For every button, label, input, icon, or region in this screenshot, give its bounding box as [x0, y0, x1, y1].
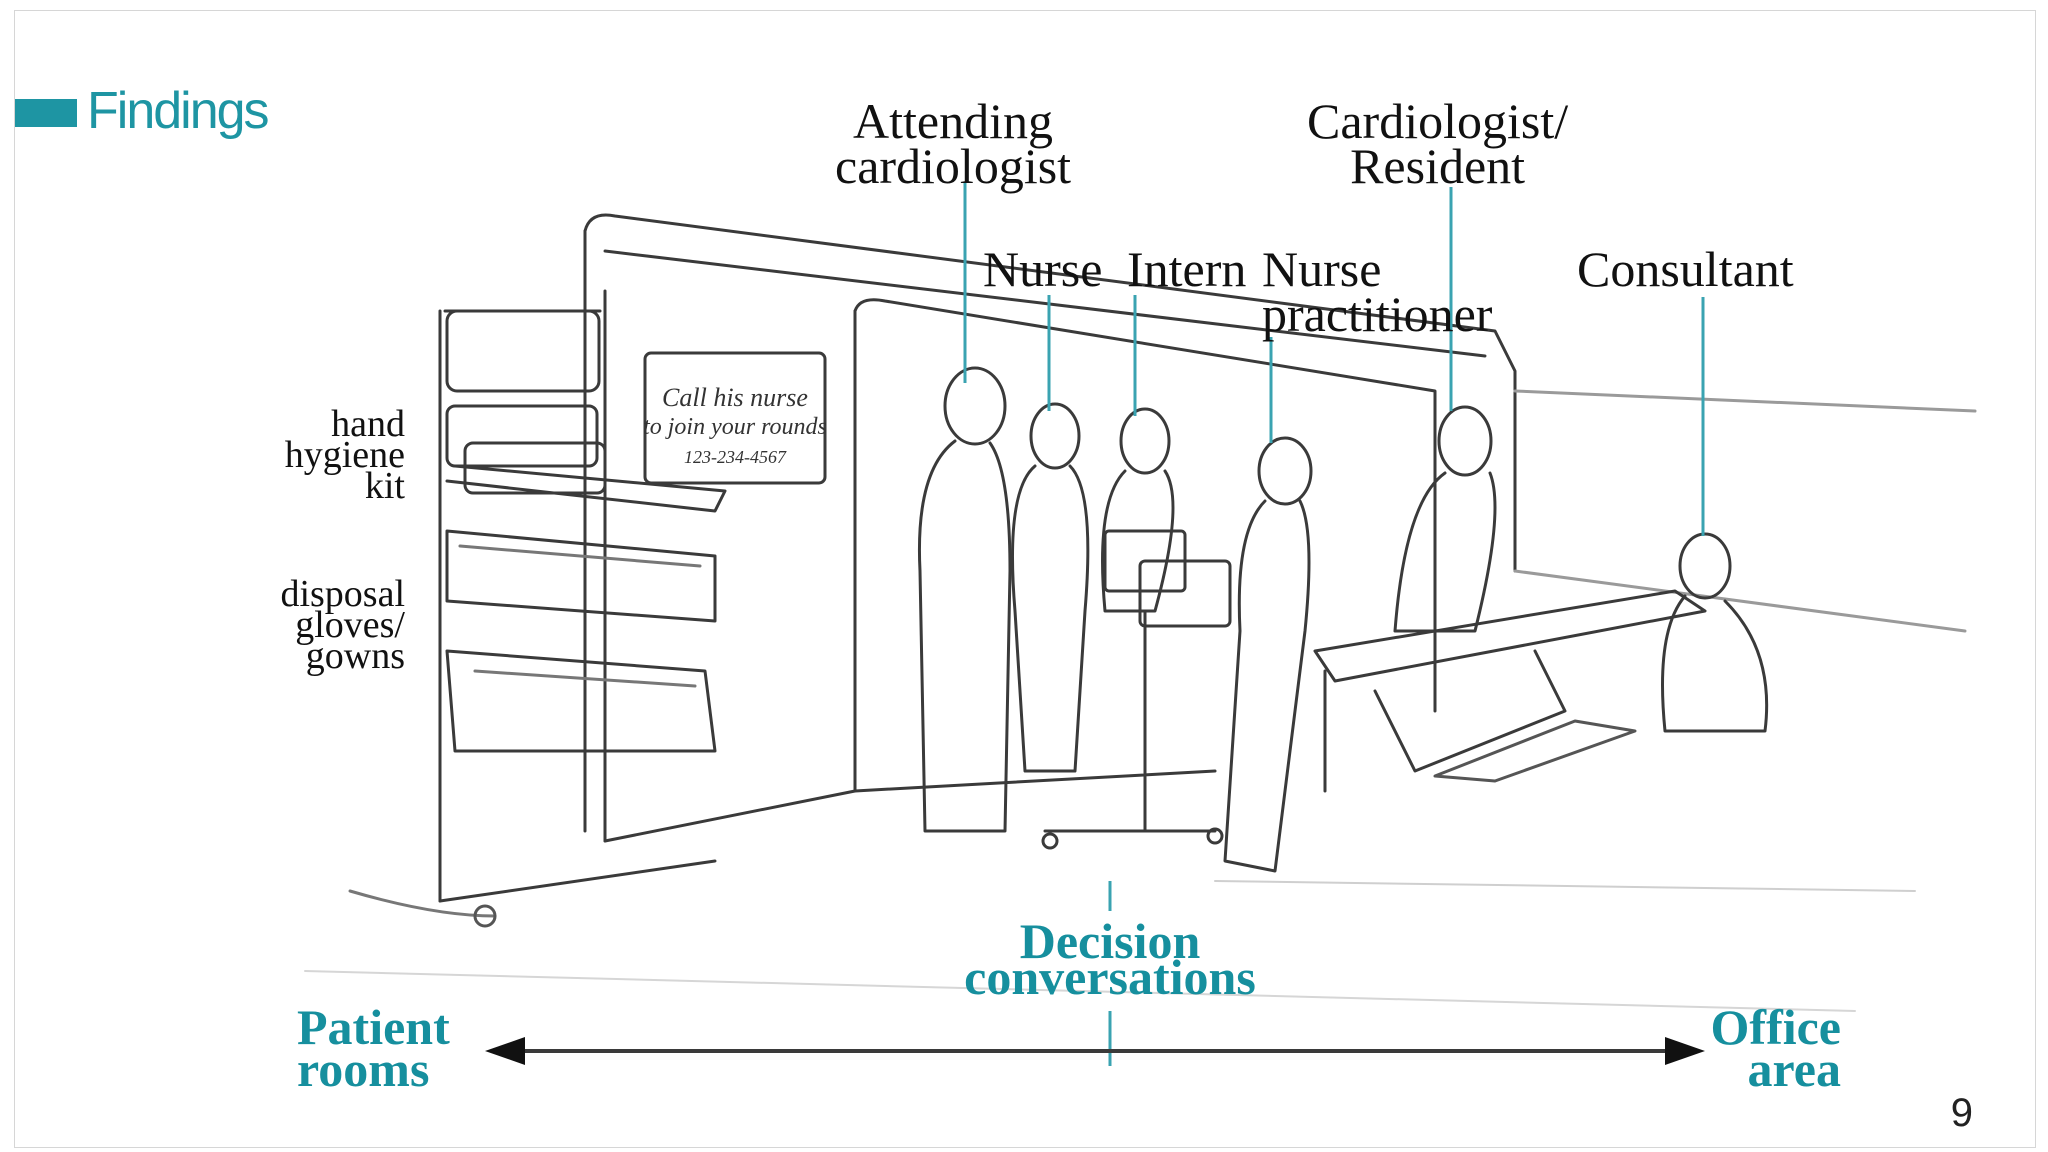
label-office-area: Office area	[1710, 999, 1841, 1097]
label-decision-conversations: Decision conversations	[964, 913, 1256, 1005]
patient-office-arrow	[485, 1037, 1705, 1065]
label-intern: Intern	[1127, 241, 1247, 297]
slide: Call his nurse to join your rounds 123-2…	[14, 10, 2036, 1148]
label-nurse: Nurse	[983, 241, 1103, 297]
label-cardiologist-resident: Cardiologist/ Resident	[1307, 93, 1569, 194]
sign-text-2: to join your rounds	[643, 414, 827, 440]
page-number: 9	[1950, 1091, 1973, 1135]
label-disposal-gloves-gowns: disposal gloves/ gowns	[280, 573, 405, 678]
slide-title: Findings	[87, 82, 270, 140]
label-consultant: Consultant	[1577, 241, 1794, 297]
label-hand-hygiene-kit: hand hygiene kit	[284, 403, 405, 508]
sign-text-1: Call his nurse	[662, 383, 808, 412]
label-nurse-practitioner: Nurse practitioner	[1262, 241, 1493, 342]
sign-text-3: 123-234-4567	[684, 447, 787, 467]
label-attending-cardiologist: Attending cardiologist	[835, 93, 1072, 194]
label-patient-rooms: Patient rooms	[297, 999, 450, 1097]
hallway-sketch: Call his nurse to join your rounds 123-2…	[304, 183, 1977, 1066]
title-accent-bar	[15, 99, 77, 127]
